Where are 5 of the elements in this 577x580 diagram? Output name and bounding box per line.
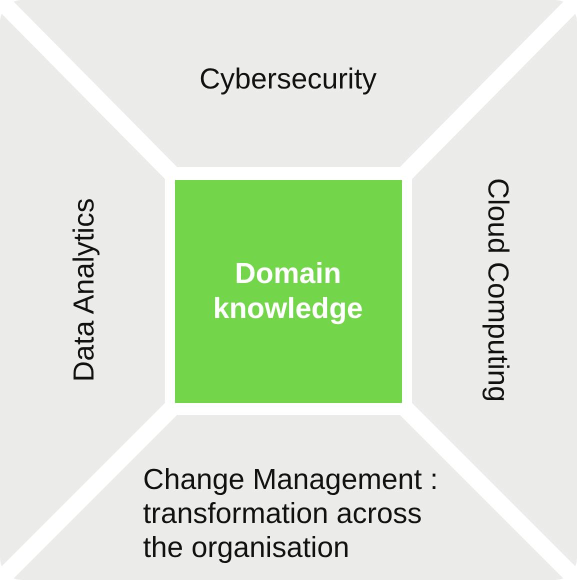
panel-label: Cloud Computing <box>480 178 514 402</box>
panel-label: Change Management : transformation across the organisation <box>143 463 440 566</box>
panel-label: Data Analytics <box>68 198 102 382</box>
center-label: Domain knowledge <box>213 257 363 327</box>
panel-label: Cybersecurity <box>199 62 377 98</box>
